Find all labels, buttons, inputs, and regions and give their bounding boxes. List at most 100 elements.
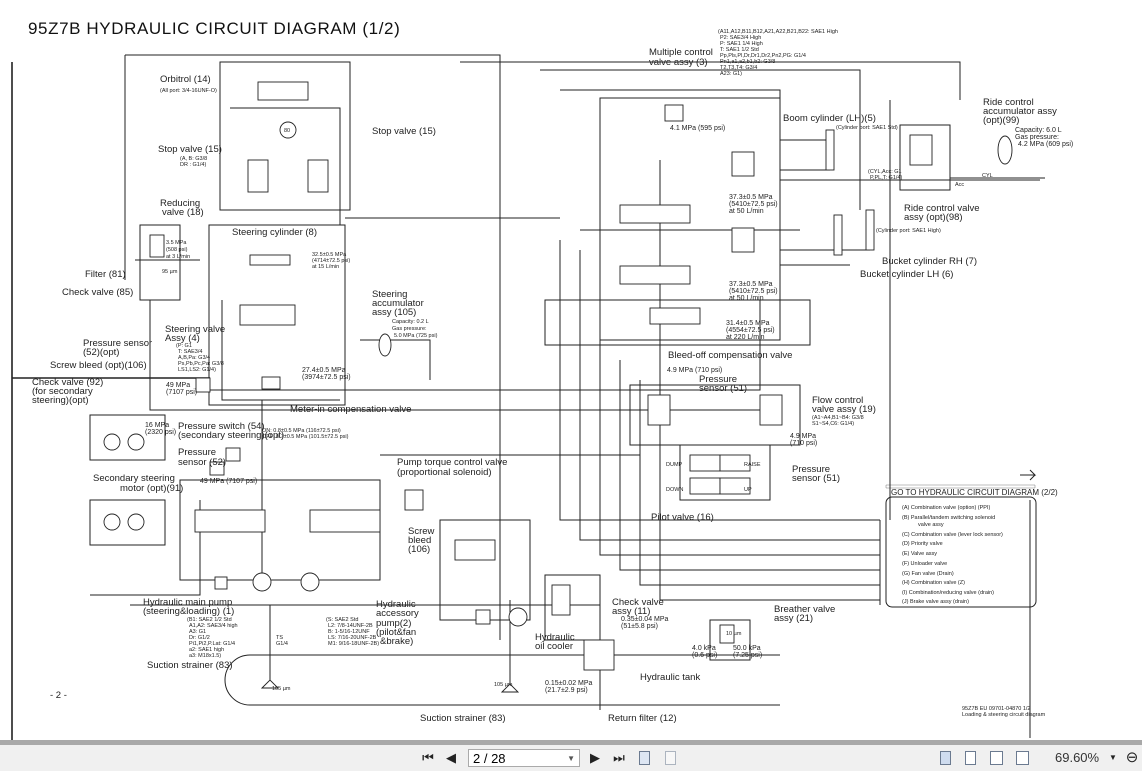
meter-in-valve (261, 376, 281, 390)
meter-display: 80 (284, 128, 290, 134)
continuous-view-icon[interactable] (965, 751, 976, 765)
label-p49d: 4.9 MPa (790, 433, 816, 440)
prev-page-button[interactable]: ◀ (444, 749, 458, 767)
label-cyl: CYL (982, 173, 993, 179)
label-rca: accumulator assy (983, 106, 1057, 117)
label-ps52: sensor (52) (178, 457, 226, 468)
goto-item: (E) Valve assy (902, 551, 937, 557)
label-screw-bleed-opt: Screw bleed (opt)(106) (50, 360, 147, 371)
pressure-sensor-52 (209, 461, 225, 476)
label-mesh-2: 105 µm (494, 682, 513, 688)
pressure-switch-54 (225, 447, 241, 462)
label-ps52: Pressure (178, 447, 216, 458)
label-rca: (opt)(99) (983, 115, 1019, 126)
label-steer-acc: assy (105) (372, 307, 416, 318)
label-steer-ports: LS1,LS2: G1/4) (178, 367, 216, 373)
doc-subtitle: Loading & steering circuit diagram (962, 712, 1046, 718)
goto-item: (J) Brake valve assy (drain) (902, 599, 969, 605)
label-breather-mesh: 10 µm (726, 631, 742, 637)
fcv-right (759, 394, 783, 426)
label-acc-pump: Hydraulic (376, 599, 416, 610)
secondary-pump2 (127, 513, 145, 531)
label-stop-ports: DR : G1/4) (180, 162, 206, 168)
label-steer-acc: Steering (372, 289, 407, 300)
next-view-icon[interactable] (665, 751, 676, 765)
main-pump-2 (300, 572, 320, 592)
pilot-valve-down (689, 477, 721, 495)
relief-bucket (731, 227, 755, 253)
label-check-85: Check valve (85) (62, 287, 133, 298)
label-acc-pump-ports: L2: 7/8-14UNF-2B (328, 623, 373, 629)
label-ps52opt: Pressure sensor (83, 338, 152, 349)
label-suction-1: Suction strainer (83) (147, 660, 233, 671)
label-stop-valve-left: Stop valve (15) (158, 144, 222, 155)
breather-valve (719, 624, 735, 644)
mcv-spool-bucket (619, 265, 691, 285)
single-page-view-icon[interactable] (940, 751, 951, 765)
label-p373a: (5410±72.5 psi) (729, 201, 778, 208)
label-main-pump-ports: A1,A2: SAE3/4 high (189, 623, 238, 629)
label-check92: Check valve (92) (32, 377, 103, 388)
zoom-level[interactable]: 69.60% (1055, 750, 1100, 765)
previous-view-icon[interactable] (639, 751, 650, 765)
first-page-button[interactable]: ⏮ (420, 749, 436, 767)
label-steering-cylinder: Steering cylinder (8) (232, 227, 317, 238)
label-steer-ports: (P: G1 (176, 343, 192, 349)
label-ps51b: sensor (51) (792, 473, 840, 484)
page-title: 95Z7B HYDRAULIC CIRCUIT DIAGRAM (1/2) (28, 19, 400, 38)
page-number-value: 2 / 28 (473, 751, 506, 766)
label-rca: Ride control (983, 97, 1034, 108)
label-dump: DUMP (666, 462, 683, 468)
label-rcv-ports: P,PL,T: G1/4) (870, 175, 902, 181)
label-p49b: 49 MPa (7107 psi) (200, 478, 257, 485)
label-breather-a: 4.0 kPa (692, 645, 716, 652)
goto-title[interactable]: GO TO HYDRAULIC CIRCUIT DIAGRAM (2/2) (891, 488, 1058, 497)
label-orbitrol-port: (All port: 3/4-16UNF-O) (160, 88, 217, 94)
label-reducing-pressure: 3.5 MPa (166, 240, 187, 246)
goto-item: (B) Parallel/tandem switching solenoid (902, 515, 995, 521)
label-p49: 49 MPa (166, 382, 190, 389)
label-sec-motor: Secondary steering (93, 473, 175, 484)
label-acc-pump: pump(2) (376, 618, 411, 629)
label-rf-p: (21.7±2.9 psi) (545, 687, 588, 694)
zoom-out-icon[interactable]: ⊖ (1125, 749, 1139, 766)
label-sb106: bleed (408, 535, 431, 546)
page-number-input[interactable]: 2 / 28 ▼ (468, 749, 580, 767)
steering-spool (239, 304, 296, 326)
goto-item: (D) Priority valve (902, 541, 943, 547)
label-p373a: 37.3±0.5 MPa (729, 194, 773, 201)
acc-pump-valve (454, 539, 496, 561)
pilot-valve-up (719, 477, 751, 495)
goto-item: (F) Unloader valve (902, 561, 947, 567)
secondary-motor-m (103, 433, 121, 451)
label-mcv-ports: A23: G1) (720, 71, 742, 77)
label-mcv-ports: P: SAE1 1/4 High (720, 41, 763, 47)
main-pump-motor (214, 576, 228, 590)
two-page-view-icon[interactable] (990, 751, 1003, 765)
chevron-down-icon[interactable]: ▼ (567, 754, 575, 763)
label-ptc: Pump torque control valve (397, 457, 507, 468)
label-rca-gas: Gas pressure: (1015, 134, 1059, 141)
main-control-spool-right (309, 509, 381, 533)
label-p373b: at 50 L/min (729, 295, 764, 302)
main-control-spool-left (194, 509, 266, 533)
last-page-button[interactable]: ⏭ (611, 749, 627, 767)
steering-accumulator (378, 333, 392, 357)
boom-cylinder-lh (825, 129, 835, 171)
label-pswitch: Pressure switch (54) (178, 421, 265, 432)
zoom-dropdown-icon[interactable]: ▼ (1109, 753, 1117, 762)
ride-control-valve (909, 134, 933, 166)
main-pump-1 (252, 572, 272, 592)
two-page-continuous-icon[interactable] (1016, 751, 1029, 765)
label-bleed-off: Bleed-off compensation valve (668, 350, 792, 361)
next-page-button[interactable]: ▶ (588, 749, 602, 767)
label-mcv-ports: T: SAE1 1/2 Std (720, 47, 759, 53)
label-check11-p: 0.35±0.04 MPa (621, 616, 669, 623)
ride-control-accumulator (997, 135, 1013, 165)
stop-valve-right (307, 159, 329, 193)
label-rca-gp: 4.2 MPa (609 psi) (1018, 141, 1073, 148)
label-p16: (2320 psi) (145, 429, 176, 436)
pdf-toolbar: ⏮ ◀ 2 / 28 ▼ ▶ ⏭ 69.60% ▼ ⊖ (0, 745, 1142, 771)
label-pswitch: (secondary steering)(opt) (178, 430, 284, 441)
pressure-sensor-52-opt (195, 377, 211, 393)
